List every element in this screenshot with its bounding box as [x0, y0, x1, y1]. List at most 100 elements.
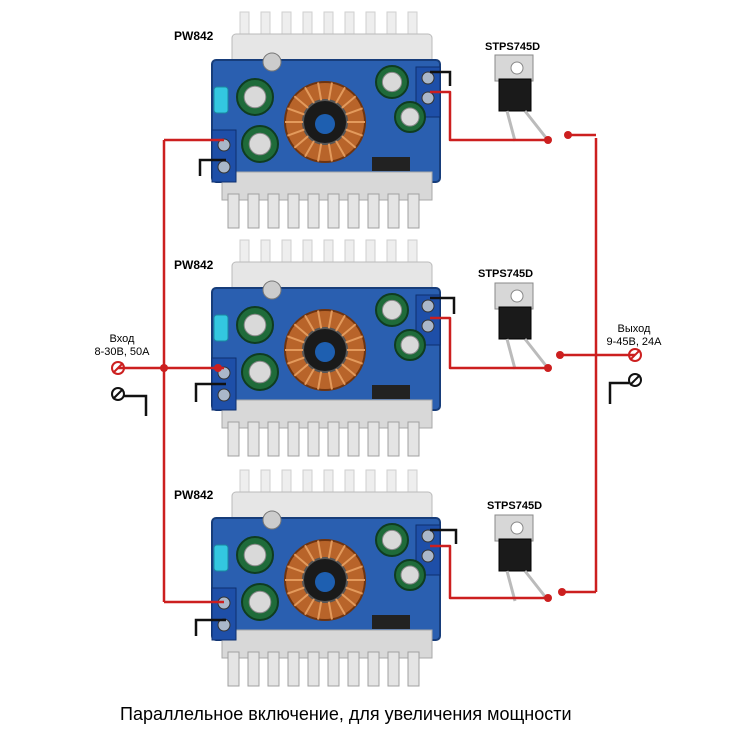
diode-lead-k	[523, 338, 549, 368]
toroid-winding	[335, 140, 346, 158]
ground-output-1	[430, 70, 452, 86]
heatsink-fin	[387, 193, 400, 229]
fuse	[213, 544, 229, 572]
toroid-winding	[317, 601, 323, 620]
output-title: Выход	[617, 323, 651, 335]
toroid-winding	[293, 135, 309, 149]
ground-input-1	[198, 158, 226, 176]
toroid-winding	[345, 356, 363, 365]
heatsink-fin	[267, 651, 280, 687]
input-connector-slash	[112, 362, 124, 374]
heatsink-fin	[307, 651, 320, 687]
diode-2-label: STPS745D	[478, 268, 534, 280]
schottky-diode-1	[494, 54, 549, 142]
mount-screw	[262, 52, 282, 72]
input-screw-negative	[217, 160, 231, 174]
output-screw-negative	[421, 529, 435, 543]
capacitor-top	[243, 313, 267, 337]
heatsink-fin	[287, 651, 300, 687]
heatsink-fin	[327, 421, 340, 457]
toroid-winding	[345, 107, 363, 116]
input-spec: 8-30В, 50А	[94, 346, 150, 358]
junction-dot	[160, 364, 168, 372]
regulator-ic	[372, 157, 410, 171]
heatsink-fin	[307, 193, 320, 229]
heatsink-fin	[267, 193, 280, 229]
diode-3-label: STPS745D	[487, 500, 543, 512]
mount-screw	[262, 510, 282, 530]
module-2-label: PW842	[174, 258, 214, 272]
diode-body	[498, 78, 532, 112]
toroid-winding	[327, 310, 333, 329]
fuse	[213, 86, 229, 114]
toroid-winding	[304, 598, 315, 616]
fuse	[213, 314, 229, 342]
toroid-winding	[335, 598, 346, 616]
diode-body	[498, 538, 532, 572]
ground-input-3	[194, 618, 226, 636]
toroid-winding	[287, 107, 305, 116]
toroid-center	[315, 572, 335, 592]
output-spec: 9-45В, 24А	[606, 336, 662, 348]
toroid-winding	[327, 143, 333, 162]
toroid-winding	[341, 135, 357, 149]
output-screw-positive	[421, 319, 435, 333]
junction-dot	[558, 588, 566, 596]
heatsink-fin	[307, 421, 320, 457]
toroid-winding	[345, 335, 363, 344]
capacitor-top	[381, 529, 403, 551]
regulator-ic	[372, 385, 410, 399]
toroid-winding	[287, 565, 305, 574]
toroid-winding	[341, 593, 357, 607]
capacitor-top	[381, 299, 403, 321]
heatsink-fin	[367, 651, 380, 687]
toroid-center	[315, 342, 335, 362]
input-ground-slash	[112, 388, 124, 400]
ground-output-3	[430, 528, 458, 544]
toroid-winding	[304, 86, 315, 104]
output-screw-positive	[421, 549, 435, 563]
toroid-winding	[287, 356, 305, 365]
diode-1-label: STPS745D	[485, 41, 541, 53]
output-screw-negative	[421, 299, 435, 313]
heatsink-fin	[227, 651, 240, 687]
heatsink-fin	[327, 193, 340, 229]
capacitor-top	[248, 590, 272, 614]
toroid-winding	[341, 363, 357, 377]
input-screw-negative	[217, 388, 231, 402]
capacitor-top	[400, 335, 420, 355]
toroid-winding	[335, 86, 346, 104]
heatsink-fin	[387, 651, 400, 687]
input-title: Вход	[109, 333, 135, 345]
diode-lead-k	[523, 570, 549, 600]
ground-output-2	[430, 296, 456, 314]
buck-module-1	[211, 11, 441, 229]
toroid-winding	[317, 143, 323, 162]
capacitor-top	[400, 107, 420, 127]
output-ground-symbol	[608, 381, 629, 404]
input-connector-icon	[111, 361, 125, 375]
toroid-winding	[335, 368, 346, 386]
toroid-winding	[293, 323, 309, 337]
heatsink-fin	[347, 651, 360, 687]
diode-lead-a	[505, 570, 517, 602]
toroid-winding	[293, 363, 309, 377]
output-connector-slash	[629, 349, 641, 361]
module-3-output-wire	[430, 544, 548, 600]
heatsink-fin	[287, 421, 300, 457]
toroid-winding	[335, 314, 346, 332]
mount-screw	[262, 280, 282, 300]
heatsink-fin	[327, 651, 340, 687]
diode-lead-a	[505, 110, 517, 142]
diode-tab-hole	[510, 289, 524, 303]
heatsink-fin	[347, 421, 360, 457]
heatsink-fin	[407, 421, 420, 457]
toroid-winding	[287, 586, 305, 595]
diagram-caption: Параллельное включение, для увеличения м…	[120, 704, 572, 724]
input-label: Вход 8-30В, 50А	[86, 333, 158, 359]
input-ground-symbol	[124, 394, 148, 416]
diode-lead-k	[523, 110, 549, 140]
buck-module-2	[211, 239, 441, 457]
